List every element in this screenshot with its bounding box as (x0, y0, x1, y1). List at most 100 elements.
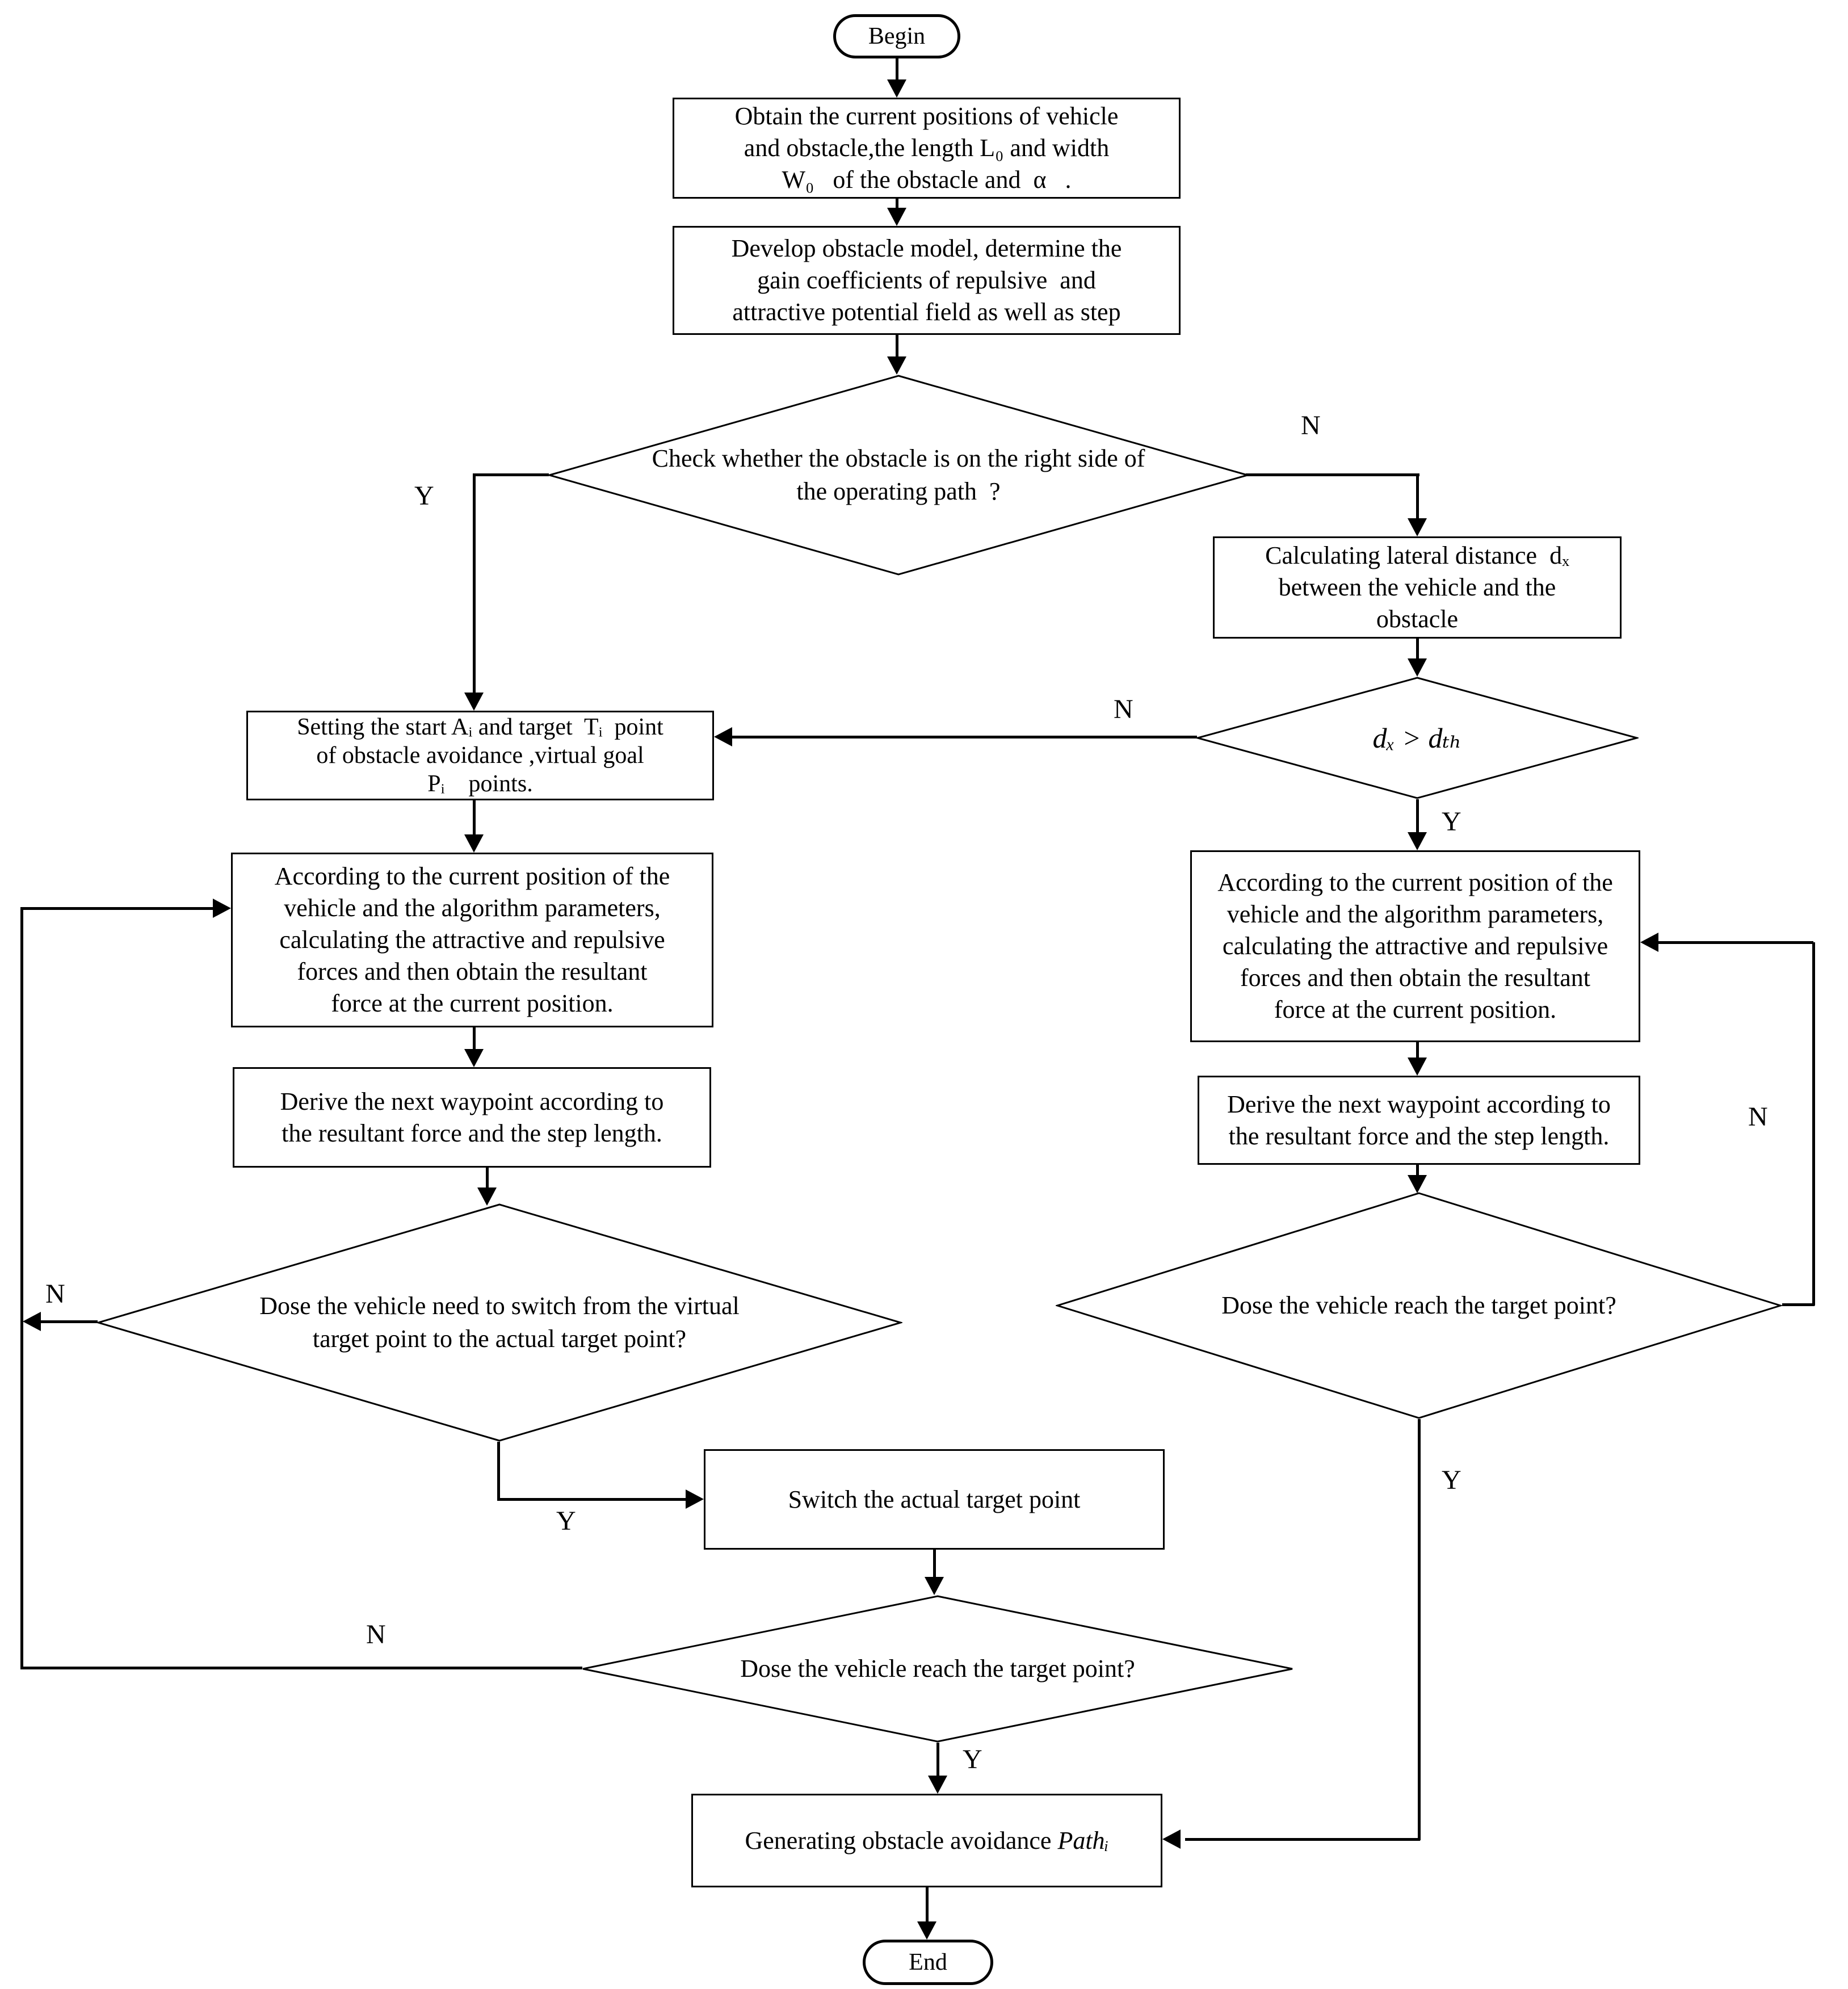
connector-derive-reachright (1416, 1165, 1419, 1176)
arrowhead-down-icon (925, 1577, 944, 1595)
connector-reachright-yes-h (1185, 1838, 1420, 1841)
text-line: the operating path ? (796, 477, 1001, 505)
connector-switch-yes-v (497, 1442, 500, 1500)
connector-derive-needswitch (486, 1168, 489, 1187)
terminal-begin-label: Begin (868, 23, 926, 49)
arrowhead-down-icon (477, 1187, 497, 1206)
text-line: target point to the actual target point? (312, 1325, 687, 1353)
text-line: According to the current position of the (274, 862, 670, 890)
arrowhead-down-icon (1408, 832, 1427, 850)
connector-according-derive-right (1416, 1042, 1419, 1058)
connector-reachmid-no (20, 1667, 582, 1669)
text-line: Switch the actual target point (788, 1485, 1081, 1513)
text-line: Dose the vehicle need to switch from the… (259, 1292, 740, 1320)
process-derive-waypoint-right: Derive the next waypoint according to th… (1198, 1076, 1640, 1165)
connector-generating-end (926, 1887, 929, 1921)
connector-reachright-no-h2 (1658, 941, 1813, 944)
label-check-yes: Y (414, 481, 434, 511)
process-calc-lateral-distance: Calculating lateral distance dₓ between … (1213, 536, 1622, 639)
text-line: gain coefficients of repulsive and (757, 266, 1096, 294)
process-setting-points: Setting the start Aᵢ and target Tᵢ point… (246, 711, 714, 800)
connector-according-derive-left (473, 1027, 476, 1049)
arrowhead-left-icon (1162, 1829, 1181, 1849)
arrowhead-right-icon (686, 1489, 704, 1509)
process-develop-model: Develop obstacle model, determine the ga… (673, 226, 1181, 335)
arrowhead-left-icon (714, 727, 732, 746)
decision-need-switch-shape (96, 1203, 902, 1442)
math-fragment: Pathᵢ (1057, 1826, 1109, 1854)
connector-reachright-no-h1 (1782, 1303, 1815, 1306)
process-generating-path: Generating obstacle avoidance Pathᵢ (691, 1794, 1162, 1887)
text-line: Derive the next waypoint according to (280, 1087, 664, 1115)
process-derive-waypoint-left: Derive the next waypoint according to th… (233, 1067, 711, 1168)
terminal-end: End (863, 1940, 993, 1985)
connector-check-no-v (1416, 475, 1419, 518)
connector-check-no-h (1246, 473, 1419, 476)
decision-dx-threshold: dₓ > dₜₕ (1196, 677, 1639, 799)
process-switch-target: Switch the actual target point (704, 1449, 1165, 1550)
text-line: forces and then obtain the resultant (297, 958, 648, 985)
arrowhead-down-icon (1408, 1175, 1427, 1193)
text-line: Setting the start Aᵢ and target Tᵢ point (297, 714, 663, 740)
decision-check-side: Check whether the obstacle is on the rig… (548, 375, 1249, 576)
arrowhead-down-icon (464, 834, 484, 853)
text-line: between the vehicle and the (1278, 573, 1556, 601)
text-fragment: Generating obstacle avoidance (745, 1826, 1058, 1854)
process-forces-left: According to the current position of the… (231, 853, 713, 1027)
arrowhead-left-icon (1640, 933, 1658, 952)
connector-trunk-entry (20, 907, 213, 910)
text-line: obstacle (1376, 605, 1459, 633)
arrowhead-right-icon (213, 899, 231, 918)
math-expression: dₓ > dₜₕ (1372, 722, 1462, 754)
connector-dx-no (732, 736, 1197, 738)
text-line: Dose the vehicle reach the target point? (1221, 1291, 1616, 1319)
connector-begin-obtain (896, 58, 898, 84)
text-line: According to the current position of the (1217, 868, 1613, 896)
label-dx-yes: Y (1442, 807, 1461, 837)
text-line: Pᵢ points. (427, 771, 533, 797)
text-line: Develop obstacle model, determine the (731, 234, 1122, 262)
connector-obtain-develop (896, 198, 898, 211)
text-line: Generating obstacle avoidance Pathᵢ (745, 1825, 1108, 1857)
label-reach-mid-yes: Y (963, 1744, 982, 1774)
text-line: the resultant force and the step length. (1228, 1122, 1610, 1150)
label-switch-yes: Y (556, 1506, 576, 1536)
connector-reachright-yes-v (1418, 1419, 1421, 1840)
arrowhead-down-icon (1408, 1058, 1427, 1076)
connector-check-yes-h (473, 473, 549, 476)
label-check-no: N (1301, 410, 1321, 440)
text-line: calculating the attractive and repulsive (279, 926, 665, 954)
arrowhead-down-icon (1408, 518, 1427, 536)
arrowhead-down-icon (887, 79, 906, 98)
terminal-begin: Begin (833, 14, 960, 58)
connector-calc-dx (1416, 637, 1419, 658)
text-line: W₀ of the obstacle and α . (782, 166, 1072, 194)
decision-need-switch: Dose the vehicle need to switch from the… (96, 1203, 902, 1442)
text-line: Dose the vehicle reach the target point? (740, 1655, 1135, 1682)
decision-check-side-shape (548, 375, 1249, 576)
arrowhead-down-icon (917, 1921, 936, 1940)
terminal-end-label: End (909, 1949, 947, 1975)
connector-develop-check (896, 334, 898, 361)
text-line: Check whether the obstacle is on the rig… (652, 444, 1145, 472)
connector-reachmid-yes (936, 1743, 939, 1776)
label-switch-no: N (45, 1279, 65, 1309)
decision-reach-target-mid-shape (582, 1595, 1293, 1743)
connector-check-yes-v (473, 473, 476, 694)
connector-switch-no (41, 1320, 98, 1323)
text-line: calculating the attractive and repulsive (1222, 932, 1608, 960)
arrowhead-down-icon (464, 693, 484, 711)
arrowhead-left-icon (23, 1312, 41, 1331)
text-line: vehicle and the algorithm parameters, (284, 894, 661, 922)
connector-switch-reachmid (933, 1550, 936, 1577)
decision-reach-target-mid: Dose the vehicle reach the target point? (581, 1595, 1294, 1743)
text-line: Obtain the current positions of vehicle (734, 102, 1119, 130)
text-line: the resultant force and the step length. (282, 1119, 662, 1147)
text-line: force at the current position. (1274, 996, 1557, 1023)
process-forces-right: According to the current position of the… (1190, 850, 1640, 1042)
text-line: attractive potential field as well as st… (732, 298, 1121, 326)
text-line: Calculating lateral distance dₓ (1265, 542, 1569, 569)
connector-reachright-no-v (1812, 942, 1815, 1306)
decision-reach-target-right: Dose the vehicle reach the target point? (1056, 1192, 1782, 1419)
